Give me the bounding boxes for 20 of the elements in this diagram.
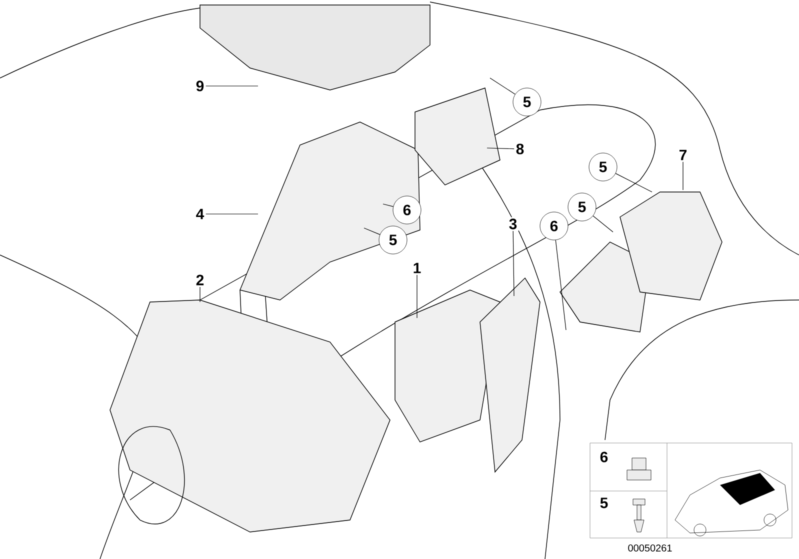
leader-line	[512, 230, 514, 296]
leader-line	[555, 240, 566, 330]
callout-number: 1	[411, 261, 423, 275]
callout-number: 9	[194, 79, 206, 93]
leader-line	[490, 78, 516, 95]
callout-number: 7	[677, 148, 689, 162]
callout-number: 3	[507, 217, 519, 231]
callout-number: 8	[514, 142, 526, 156]
leader-line	[416, 274, 418, 318]
leader-line	[364, 228, 380, 235]
callout-number: 6	[600, 452, 608, 462]
leader-line	[682, 162, 684, 190]
callout-number: 5	[600, 498, 608, 508]
callout-number: 2	[194, 273, 206, 287]
leader-line	[382, 204, 394, 207]
drawing-number: 00050261	[628, 544, 672, 552]
leader-line	[592, 216, 614, 232]
callout-number: 4	[194, 207, 206, 221]
leader-line	[615, 173, 652, 192]
leader-line	[486, 148, 514, 150]
